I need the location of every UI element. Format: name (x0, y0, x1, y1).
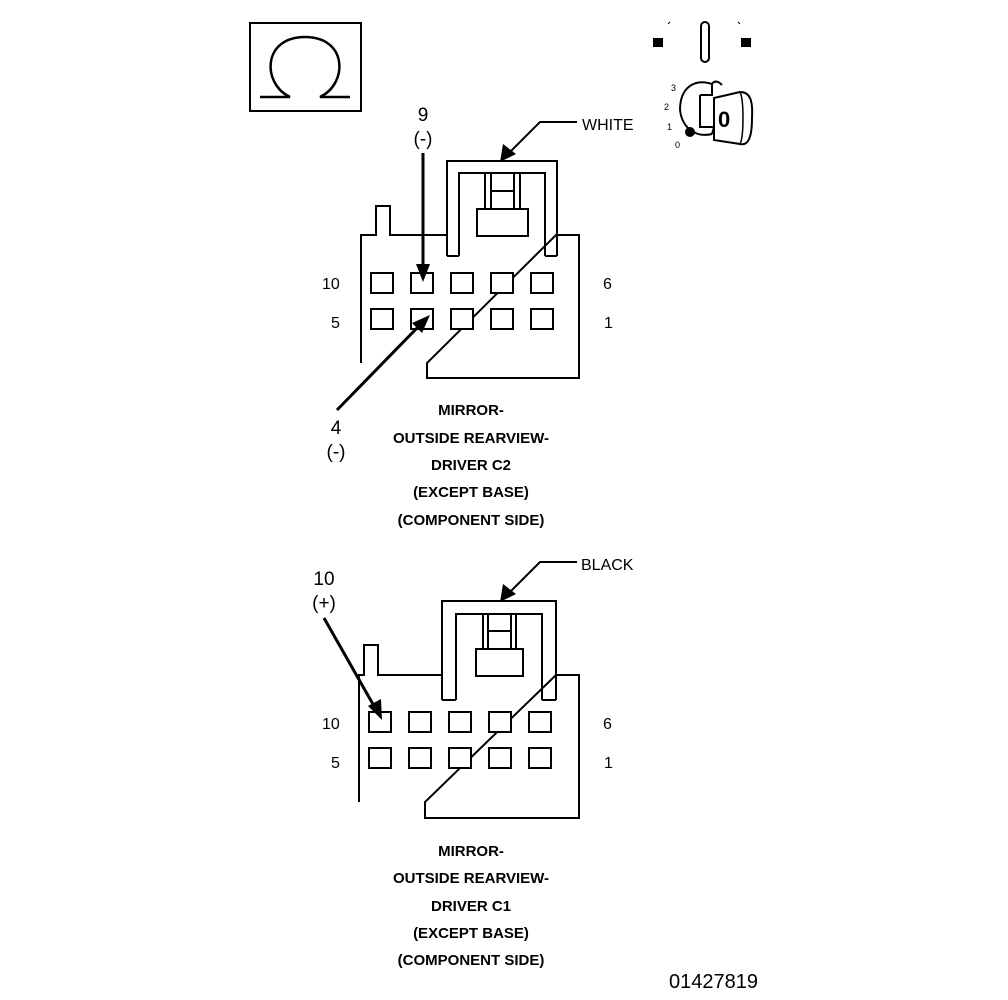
c2-label-bottom-right: 1 (604, 315, 613, 332)
c2-color-label: WHITE (582, 117, 634, 134)
connector-c2-pin-cavities (370, 272, 554, 330)
ignition-position-1: 1 (667, 122, 672, 132)
c2-pin-5 (370, 308, 394, 330)
c2-label-top-right: 6 (603, 276, 612, 293)
c1-caption-line-4: (EXCEPT BASE) (413, 925, 529, 942)
c1-label-bottom-left: 5 (331, 755, 340, 772)
c1-caption: MIRROR- OUTSIDE REARVIEW- DRIVER C1 (EXC… (393, 843, 549, 969)
c2-caption-line-3: DRIVER C2 (431, 457, 511, 474)
c1-pin-7 (488, 711, 512, 733)
ignition-key-label: 0 (718, 107, 730, 132)
c1-label-top-right: 6 (603, 716, 612, 733)
c2-label-bottom-left: 5 (331, 315, 340, 332)
ignition-key-off-icon: 3 2 1 0 0 (653, 21, 754, 150)
c2-caption-line-2: OUTSIDE REARVIEW- (393, 430, 549, 447)
c2-callout-pin-9-polarity: (-) (414, 129, 433, 150)
ignition-position-2: 2 (664, 102, 669, 112)
ohm-omega-icon (249, 22, 362, 112)
c2-pin-10 (370, 272, 394, 294)
c1-pin-5 (368, 747, 392, 769)
c2-caption-line-4: (EXCEPT BASE) (413, 484, 529, 501)
connector-c2-latch (446, 160, 558, 257)
c1-color-callout: BLACK (500, 557, 634, 602)
c1-color-label: BLACK (581, 557, 634, 574)
connector-c1: 10 6 5 1 BLACK 10 (+) MIRROR- OUTSIDE RE… (312, 557, 634, 969)
c2-pin-7 (490, 272, 514, 294)
c1-caption-line-2: OUTSIDE REARVIEW- (393, 870, 549, 887)
c2-callout-pin-9: 9 (-) (414, 105, 433, 282)
connector-c2: 10 6 5 1 WHITE 9 (-) 4 (-) MIRROR- OUTSI… (322, 105, 634, 529)
c1-caption-line-5: (COMPONENT SIDE) (398, 952, 545, 969)
connector-c2-housing (360, 205, 580, 379)
c2-pin-1 (530, 308, 554, 330)
c1-pin-3 (448, 747, 472, 769)
c2-label-top-left: 10 (322, 276, 340, 293)
c2-caption: MIRROR- OUTSIDE REARVIEW- DRIVER C2 (EXC… (393, 402, 549, 529)
c1-callout-pin-10: 10 (+) (312, 569, 382, 720)
c2-pin-3 (450, 308, 474, 330)
c1-pin-6 (528, 711, 552, 733)
c1-pin-4 (408, 747, 432, 769)
ignition-position-0: 0 (675, 140, 680, 150)
c1-pin-9 (408, 711, 432, 733)
c1-callout-pin-10-polarity: (+) (312, 593, 336, 614)
c1-callout-pin-10-number: 10 (313, 569, 334, 590)
connector-c1-housing (358, 644, 580, 819)
c2-pin-2 (490, 308, 514, 330)
c2-callout-pin-4-polarity: (-) (327, 442, 346, 463)
c1-pin-2 (488, 747, 512, 769)
c1-caption-line-3: DRIVER C1 (431, 898, 511, 915)
c1-label-top-left: 10 (322, 716, 340, 733)
connector-c1-pin-cavities (368, 711, 552, 769)
c1-caption-line-1: MIRROR- (438, 843, 504, 860)
c2-color-callout: WHITE (500, 117, 634, 162)
c1-pin-8 (448, 711, 472, 733)
ignition-position-3: 3 (671, 83, 676, 93)
document-number: 01427819 (669, 971, 758, 993)
c2-callout-pin-4-number: 4 (331, 418, 342, 439)
c2-callout-pin-4: 4 (-) (327, 315, 430, 463)
c1-pin-1 (528, 747, 552, 769)
connector-c1-latch (441, 600, 557, 701)
c1-label-bottom-right: 1 (604, 755, 613, 772)
c2-pin-8 (450, 272, 474, 294)
c2-callout-pin-9-number: 9 (418, 105, 429, 126)
c2-caption-line-1: MIRROR- (438, 402, 504, 419)
c2-pin-6 (530, 272, 554, 294)
c2-caption-line-5: (COMPONENT SIDE) (398, 512, 545, 529)
